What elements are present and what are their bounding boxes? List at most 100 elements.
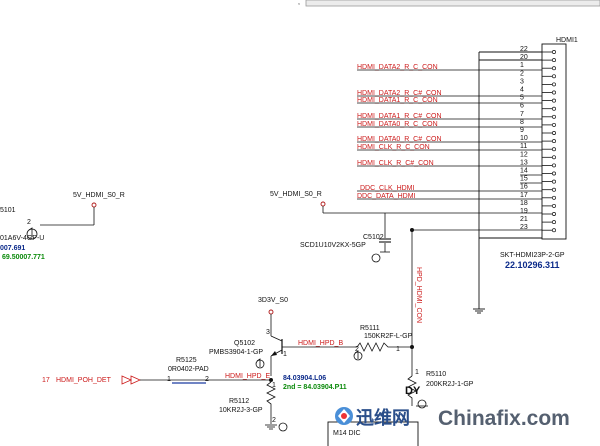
net-label: HDMI_CLK_R_C#_CON — [357, 160, 434, 167]
ground-symbol — [371, 251, 390, 263]
window-fragment — [305, 0, 600, 7]
connector-pin-number: 21 — [520, 216, 528, 223]
offpage-arrow — [130, 375, 141, 385]
r5112-part: 10KR2J-3-GP — [219, 407, 263, 414]
q5102-pin1: 1 — [283, 351, 287, 358]
junction — [269, 378, 273, 382]
connector-pin-number: 17 — [520, 192, 528, 199]
r5111-ref: R5111 — [360, 325, 380, 332]
net-label: DDC_CLK_HDMI — [360, 185, 415, 192]
r5112-ref: R5112 — [229, 398, 249, 405]
net-label: HDMI_DATA1_R_C_CON — [357, 97, 438, 104]
q5102-pn: 84.03904.L06 — [283, 375, 326, 382]
c5102-ref: C5102 — [363, 234, 384, 241]
connector-pin-contact — [552, 139, 556, 144]
power-port-mid — [320, 201, 326, 207]
net-label: HDMI_CLK_R_C_CON — [357, 144, 430, 151]
dy-mark: DY — [405, 385, 421, 397]
watermark: 迅维网 Chinafix.com — [335, 407, 570, 430]
connector-part-number: 22.10296.311 — [505, 260, 560, 270]
connector-pin-number: 15 — [520, 176, 528, 183]
connector-pin-number: 22 — [520, 46, 528, 53]
r5110-ref: R5110 — [426, 371, 446, 378]
connector-pin-contact — [552, 82, 556, 87]
connector-pin-contact — [552, 212, 556, 216]
connector-pin-contact — [552, 131, 556, 135]
net-label-hpd-e: HDMI_HPD_E — [225, 373, 270, 380]
window-fragment-mark: , — [298, 0, 300, 6]
power-port-3v3 — [268, 309, 274, 315]
r5110-part: 200KR2J-1-GP — [426, 381, 474, 388]
power-label-mid: 5V_HDMI_S0_R — [270, 191, 322, 198]
q5102-arrow — [271, 351, 277, 356]
net-label: DDC_DATA_HDMI — [357, 193, 416, 200]
ground-symbol — [473, 308, 485, 314]
connector-pin-contact — [552, 179, 556, 184]
connector-pin-number: 16 — [520, 184, 528, 191]
ground-symbol — [353, 350, 363, 361]
r5112-pin2: 2 — [272, 417, 276, 424]
connector-pin-contact — [552, 228, 556, 233]
connector-pin-number: 11 — [520, 143, 527, 150]
power-label-left: 5V_HDMI_S0_R — [73, 192, 125, 199]
ground-symbol — [265, 422, 288, 432]
connector-pin-number: 3 — [520, 78, 524, 85]
r5125-pin2: 2 — [205, 376, 209, 383]
m14-box — [327, 421, 419, 446]
connector-part: SKT-HDMI23P-2-GP — [500, 252, 565, 259]
offpage-arrow — [121, 375, 132, 385]
connector-pin-contact — [552, 187, 556, 192]
connector-pin-contact — [552, 203, 556, 208]
connector-pin-number: 5 — [520, 95, 524, 102]
q5102-pin3: 3 — [266, 329, 270, 336]
connector-pin-contact — [552, 163, 556, 168]
net-label: HDMI_DATA0_R_C_CON — [357, 121, 438, 128]
net-label: HDMI_DATA1_R_C#_CON — [357, 113, 442, 120]
connector-pin-contact — [552, 122, 556, 127]
junction — [410, 345, 414, 349]
q5102-ref: Q5102 — [234, 340, 255, 347]
left-comp-symbol — [26, 227, 38, 240]
connector-pin-contact — [552, 114, 556, 119]
left-comp-pin: 2 — [27, 219, 31, 226]
connector-pin-number: 7 — [520, 111, 524, 118]
r5111-pin1: 1 — [396, 346, 400, 353]
power-port-left — [91, 202, 97, 208]
connector-pin-contact — [552, 147, 556, 152]
connector-pin-number: 18 — [520, 200, 528, 207]
net-label: HDMI_DATA2_R_C_CON — [357, 64, 438, 71]
ground-symbol — [416, 399, 428, 409]
q5102-pn2: 2nd = 84.03904.P11 — [283, 384, 347, 391]
connector-pin-number: 8 — [520, 119, 524, 126]
ground-symbol — [255, 358, 265, 369]
connector-pin-number: 20 — [520, 54, 528, 61]
connector-pin-number: 19 — [520, 208, 528, 215]
connector-pin-number: 1 — [520, 62, 524, 69]
connector-pin-number: 12 — [520, 151, 528, 158]
connector-pin-number: 2 — [520, 70, 524, 77]
connector-pin-number: 9 — [520, 127, 524, 134]
left-comp-pn: 007.691 — [0, 245, 25, 252]
m14-label: M14 DIC — [333, 430, 361, 437]
r5125-ref: R5125 — [176, 357, 197, 364]
connector-pin-contact — [552, 155, 556, 160]
r5125-part: 0R0402-PAD — [168, 366, 209, 373]
connector-pin-contact — [552, 98, 556, 103]
left-comp-ref: 5101 — [0, 207, 16, 214]
left-comp-part: 01A6V-4GP-U — [0, 235, 44, 242]
r5112-zigzag — [266, 381, 276, 424]
r5111-zigzag — [356, 342, 412, 352]
c5102-part: SCD1U10V2KX-5GP — [300, 242, 366, 249]
connector-pin-contact — [552, 58, 556, 63]
connector-pin-contact — [552, 220, 556, 225]
connector-pin-number: 10 — [520, 135, 528, 142]
net-label-poh-det: HDMI_POH_DET — [56, 377, 112, 384]
sheet-ref: 17 — [42, 377, 50, 384]
connector-pin-contact — [552, 106, 556, 111]
q5102-part: PMBS3904-1-GP — [209, 349, 263, 356]
r5111-part: 150KR2F-L-GP — [364, 333, 413, 340]
r5111-pin2: 2 — [355, 346, 359, 353]
